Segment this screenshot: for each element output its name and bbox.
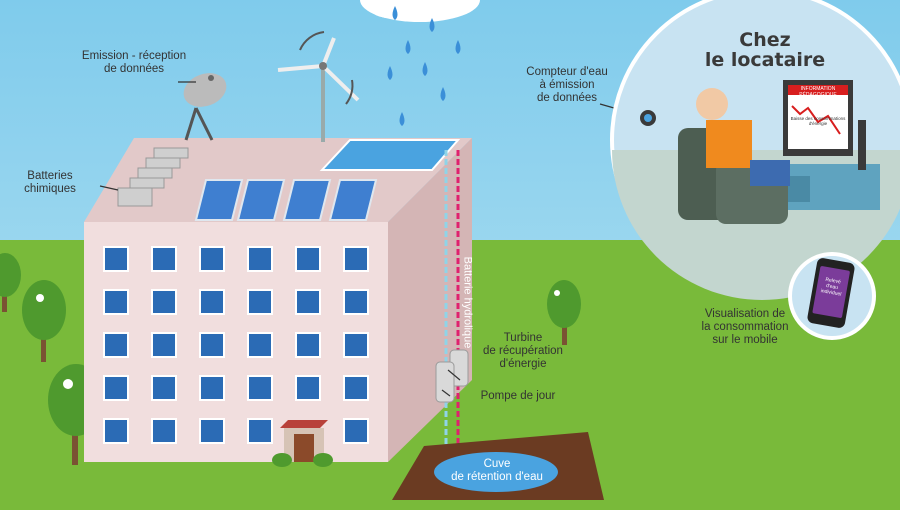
solar-panels	[194, 179, 378, 221]
pump-label: Pompe de jour	[480, 390, 556, 402]
mobile-label: Visualisation de la consommation sur le …	[701, 308, 789, 346]
tree-center	[547, 280, 581, 345]
tv-banner-text: INFORMATION PÉDAGOGIQUE	[799, 86, 837, 98]
hydro-pipes	[444, 150, 460, 454]
water-meter-label: Compteur d'eau à émission de données	[526, 66, 608, 104]
cloud	[360, 0, 480, 22]
antenna-label: Emission - réception de données	[81, 50, 187, 75]
bushes	[272, 453, 333, 467]
mobile-phone	[788, 252, 876, 340]
tenant-title: Chez le locataire	[704, 29, 826, 71]
windows	[103, 246, 369, 444]
retention-tank	[392, 432, 604, 500]
batteries-label: Batteries chimiques	[24, 170, 76, 195]
rain-drops	[387, 6, 461, 126]
tv-caption-text: Baisse des consommations d'énergie	[790, 116, 846, 126]
tank-label: Cuve de rétention d'eau	[451, 458, 543, 483]
rooftop-water-tank	[319, 139, 461, 171]
tree-left-far	[0, 253, 21, 312]
roof-batteries	[117, 147, 189, 207]
tree-left	[22, 280, 66, 362]
turbine-label: Turbine de récupération d'énergie	[483, 332, 563, 370]
wind-turbine	[277, 31, 360, 142]
satellite-dish	[183, 73, 227, 141]
